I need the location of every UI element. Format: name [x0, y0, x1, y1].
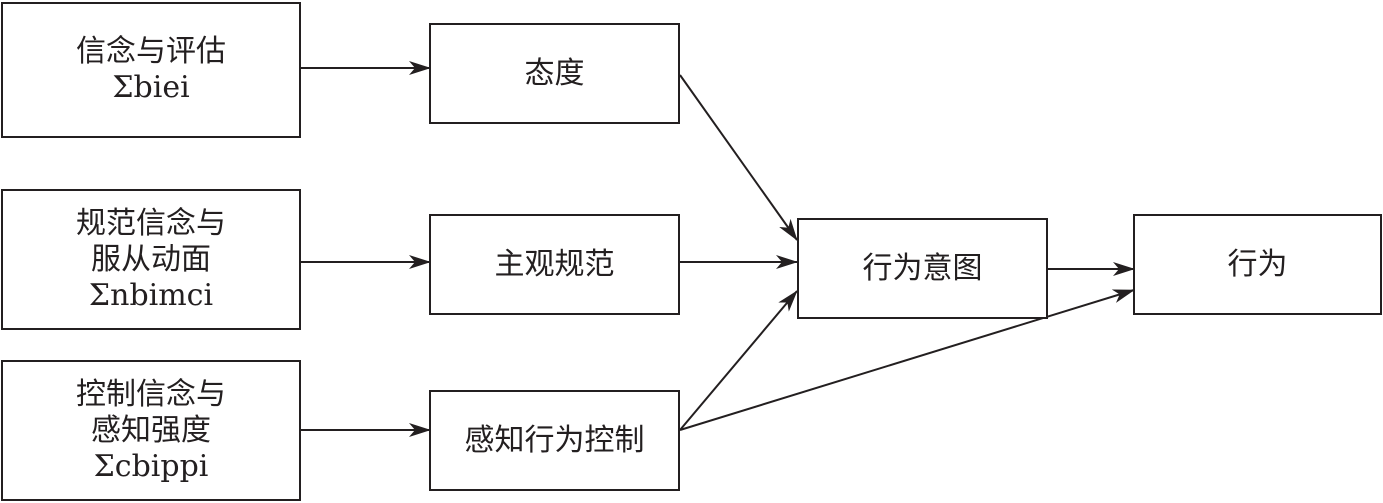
behavior-label: 行为	[1227, 246, 1288, 282]
arrow-attitude-to-intention	[679, 74, 798, 241]
subjective-norm-label: 主观规范	[494, 246, 615, 282]
control-beliefs-line-2: 感知强度	[91, 412, 211, 448]
normative-beliefs-line-1: 规范信念与	[76, 205, 226, 241]
normative-beliefs-line-3: Σnbimci	[88, 277, 214, 313]
control-beliefs-line-1: 控制信念与	[76, 376, 226, 412]
beliefs-evaluation-box: 信念与评估 Σbiei	[1, 2, 301, 138]
normative-beliefs-box: 规范信念与 服从动面 Σnbimci	[1, 189, 301, 330]
intention-box: 行为意图	[797, 218, 1048, 319]
arrow-control-to-behavior	[679, 289, 1135, 431]
attitude-box: 态度	[429, 23, 680, 124]
beliefs-evaluation-line-2: Σbiei	[112, 70, 190, 105]
behavior-box: 行为	[1133, 214, 1382, 315]
control-beliefs-box: 控制信念与 感知强度 Σcbippi	[1, 360, 301, 501]
arrow-control-to-intention	[679, 290, 798, 431]
normative-beliefs-line-2: 服从动面	[91, 241, 211, 277]
subjective-norm-box: 主观规范	[429, 214, 680, 315]
attitude-label: 态度	[524, 55, 585, 91]
intention-label: 行为意图	[862, 250, 983, 286]
perceived-control-box: 感知行为控制	[429, 390, 680, 491]
control-beliefs-line-3: Σcbippi	[93, 448, 209, 484]
perceived-control-label: 感知行为控制	[464, 422, 645, 458]
beliefs-evaluation-line-1: 信念与评估	[76, 34, 226, 69]
